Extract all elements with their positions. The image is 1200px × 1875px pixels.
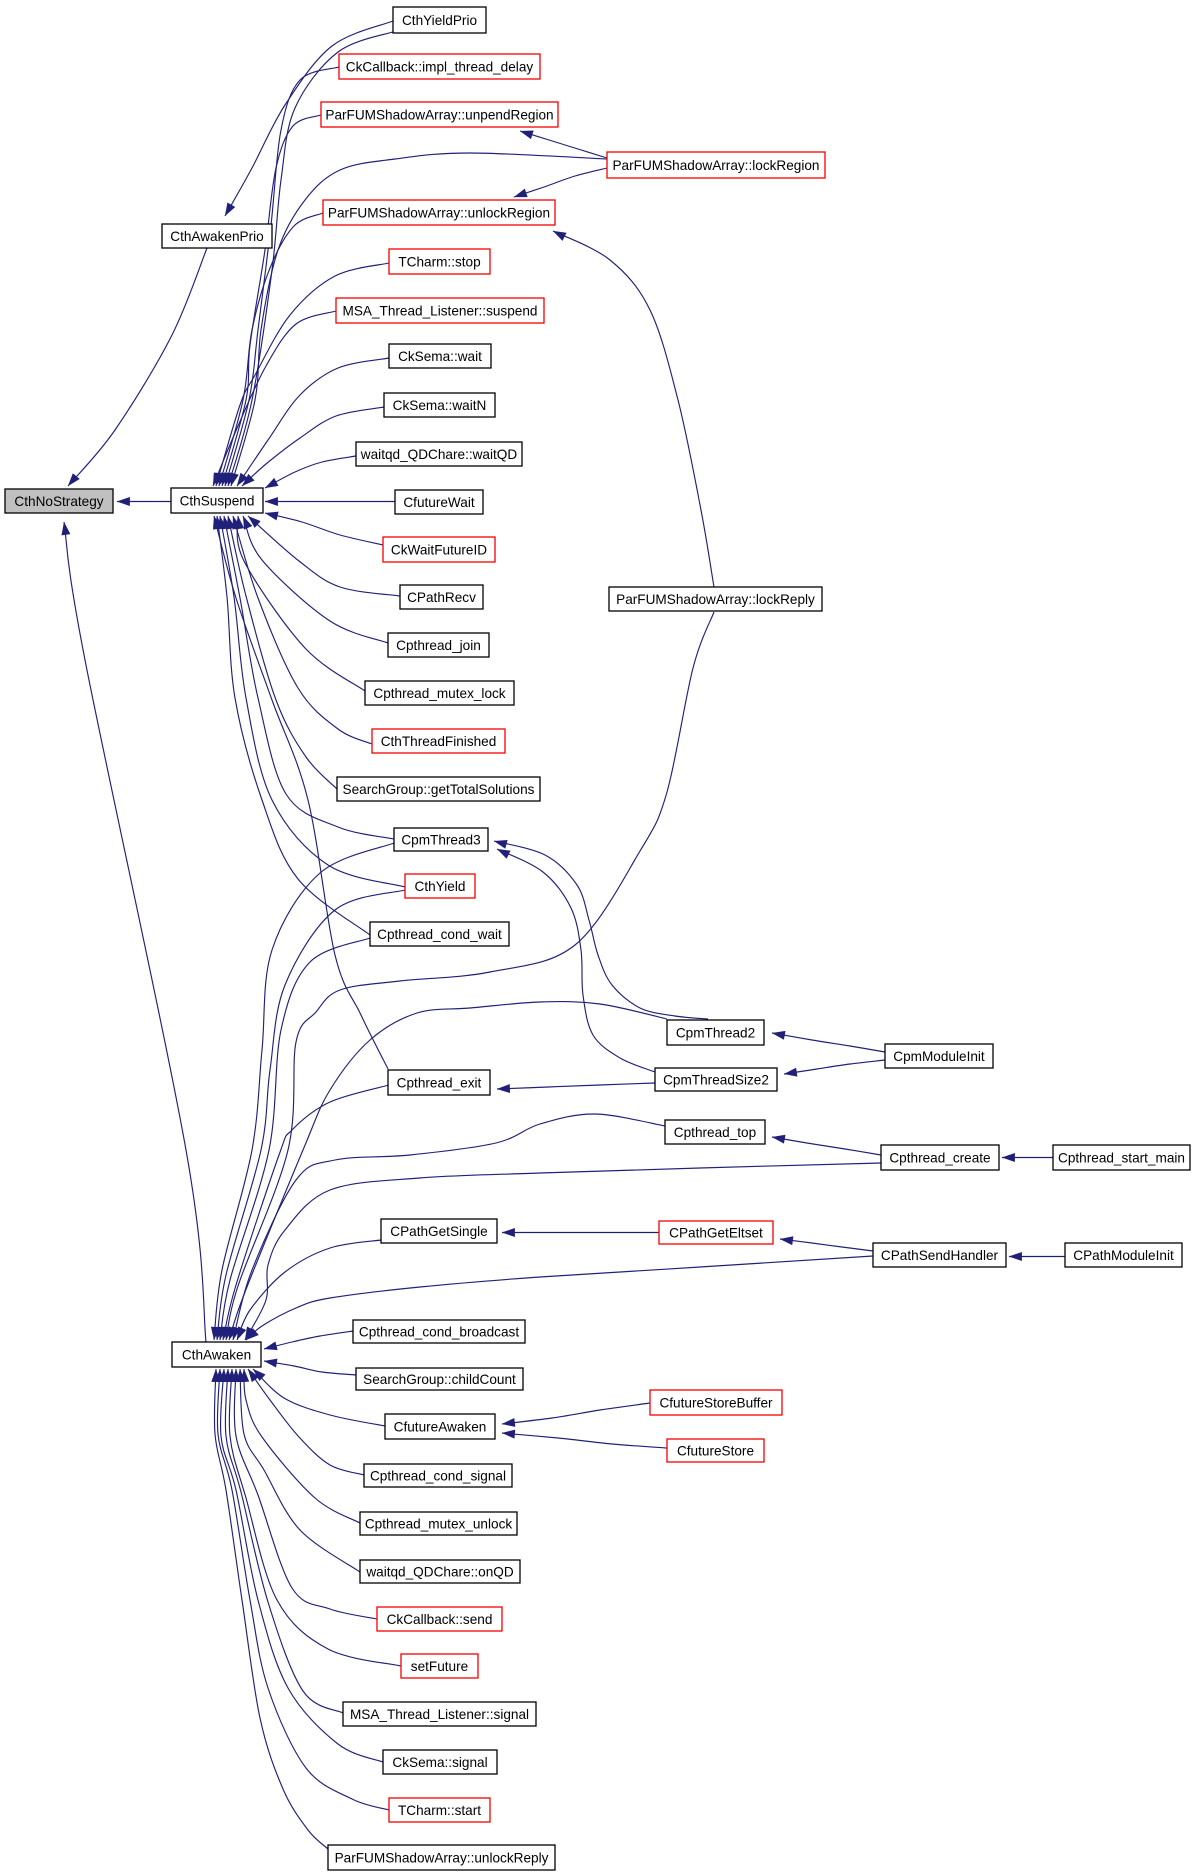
- svg-text:ParFUMShadowArray::lockReply: ParFUMShadowArray::lockReply: [616, 592, 815, 607]
- svg-text:CthAwakenPrio: CthAwakenPrio: [170, 229, 263, 244]
- svg-text:CkSema::wait: CkSema::wait: [398, 349, 482, 364]
- svg-text:CkCallback::send: CkCallback::send: [387, 1612, 493, 1627]
- svg-text:CthSuspend: CthSuspend: [180, 493, 255, 508]
- svg-text:CpmThread3: CpmThread3: [401, 832, 480, 847]
- svg-text:CPathGetSingle: CPathGetSingle: [390, 1224, 487, 1239]
- svg-text:Cpthread_start_main: Cpthread_start_main: [1058, 1150, 1185, 1165]
- svg-text:Cpthread_cond_signal: Cpthread_cond_signal: [370, 1468, 506, 1483]
- svg-text:CfutureStore: CfutureStore: [677, 1443, 754, 1458]
- svg-text:Cpthread_top: Cpthread_top: [674, 1125, 756, 1140]
- svg-text:MSA_Thread_Listener::suspend: MSA_Thread_Listener::suspend: [343, 303, 538, 318]
- svg-text:ParFUMShadowArray::lockRegion: ParFUMShadowArray::lockRegion: [612, 158, 819, 173]
- svg-text:CkSema::waitN: CkSema::waitN: [393, 398, 487, 413]
- svg-text:CkCallback::impl_thread_delay: CkCallback::impl_thread_delay: [346, 59, 534, 74]
- svg-text:CpmThread2: CpmThread2: [676, 1025, 755, 1040]
- svg-text:Cpthread_mutex_unlock: Cpthread_mutex_unlock: [365, 1516, 513, 1531]
- svg-text:Cpthread_join: Cpthread_join: [396, 638, 481, 653]
- svg-text:CpmModuleInit: CpmModuleInit: [893, 1049, 985, 1064]
- svg-text:CthThreadFinished: CthThreadFinished: [381, 734, 497, 749]
- svg-text:CfutureWait: CfutureWait: [403, 495, 474, 510]
- svg-text:CPathRecv: CPathRecv: [407, 590, 476, 605]
- svg-text:TCharm::stop: TCharm::stop: [398, 254, 480, 269]
- svg-text:CPathGetEltset: CPathGetEltset: [669, 1225, 763, 1240]
- svg-text:TCharm::start: TCharm::start: [398, 1803, 481, 1818]
- svg-text:CfutureStoreBuffer: CfutureStoreBuffer: [659, 1395, 773, 1410]
- svg-text:CthYieldPrio: CthYieldPrio: [402, 13, 477, 28]
- svg-text:ParFUMShadowArray::unpendRegio: ParFUMShadowArray::unpendRegion: [325, 107, 553, 122]
- svg-text:Cpthread_mutex_lock: Cpthread_mutex_lock: [373, 686, 505, 701]
- svg-text:Cpthread_create: Cpthread_create: [889, 1150, 990, 1165]
- svg-text:Cpthread_cond_broadcast: Cpthread_cond_broadcast: [359, 1324, 519, 1339]
- svg-text:SearchGroup::childCount: SearchGroup::childCount: [363, 1372, 516, 1387]
- svg-text:CkSema::signal: CkSema::signal: [392, 1755, 487, 1770]
- svg-text:ParFUMShadowArray::unlockRegio: ParFUMShadowArray::unlockRegion: [328, 205, 550, 220]
- svg-text:CPathSendHandler: CPathSendHandler: [881, 1248, 999, 1263]
- svg-text:CthAwaken: CthAwaken: [182, 1347, 251, 1362]
- svg-text:Cpthread_exit: Cpthread_exit: [397, 1075, 482, 1090]
- svg-text:CfutureAwaken: CfutureAwaken: [394, 1419, 487, 1434]
- svg-text:SearchGroup::getTotalSolutions: SearchGroup::getTotalSolutions: [343, 782, 535, 797]
- svg-text:waitqd_QDChare::onQD: waitqd_QDChare::onQD: [365, 1564, 514, 1579]
- svg-text:CkWaitFutureID: CkWaitFutureID: [391, 542, 487, 557]
- svg-text:CPathModuleInit: CPathModuleInit: [1073, 1248, 1174, 1263]
- svg-text:waitqd_QDChare::waitQD: waitqd_QDChare::waitQD: [360, 447, 518, 462]
- svg-text:MSA_Thread_Listener::signal: MSA_Thread_Listener::signal: [350, 1707, 529, 1722]
- svg-text:setFuture: setFuture: [411, 1659, 468, 1674]
- svg-text:CpmThreadSize2: CpmThreadSize2: [663, 1072, 769, 1087]
- svg-text:Cpthread_cond_wait: Cpthread_cond_wait: [377, 927, 502, 942]
- svg-text:ParFUMShadowArray::unlockReply: ParFUMShadowArray::unlockReply: [335, 1850, 549, 1865]
- svg-text:CthNoStrategy: CthNoStrategy: [14, 494, 103, 509]
- svg-text:CthYield: CthYield: [415, 879, 466, 894]
